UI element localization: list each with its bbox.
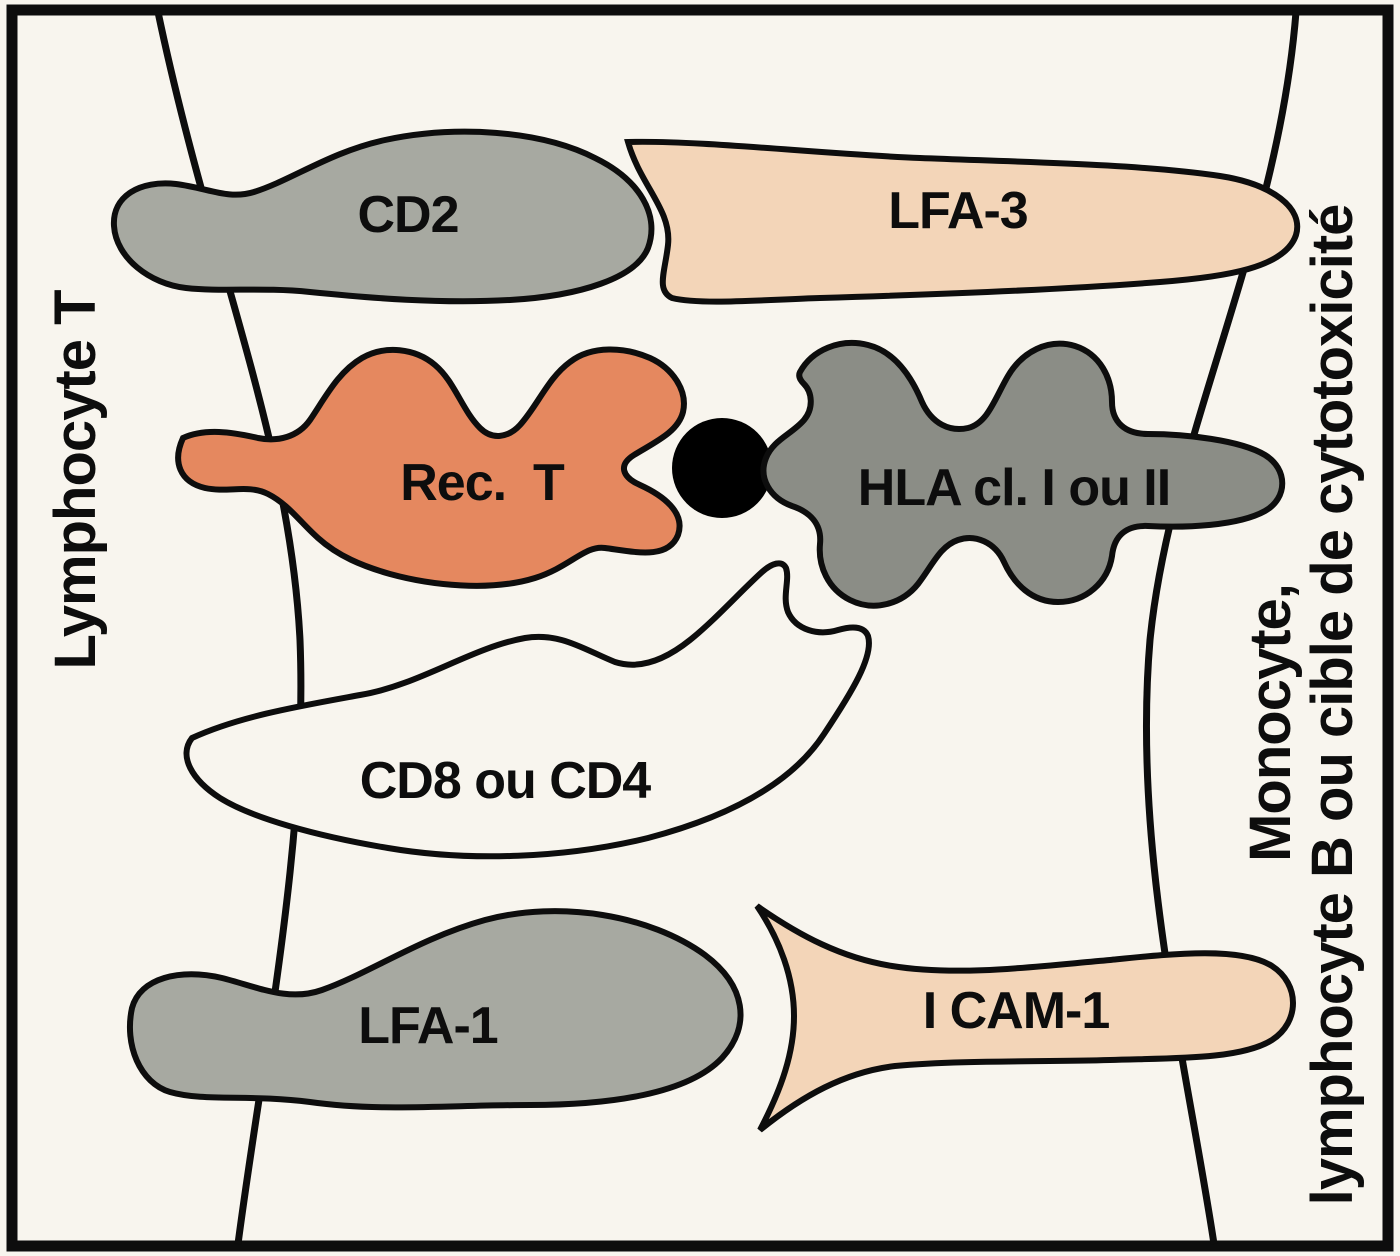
- lfa1-shape: [126, 908, 744, 1111]
- cd8-cd4-shape: [183, 560, 872, 860]
- right-cell-label-line1: Monocyte,: [1238, 584, 1303, 862]
- t-cell-receptor-shape: [175, 346, 687, 589]
- antigen-dot: [672, 418, 772, 518]
- hla-shape: [760, 340, 1286, 609]
- cd2-label: CD2: [357, 186, 458, 244]
- icam1-shape: [754, 903, 1296, 1133]
- hla-label: HLA cl. I ou II: [858, 459, 1170, 517]
- t-cell-receptor-label: Rec. T: [400, 454, 565, 512]
- lfa3-shape: [624, 138, 1301, 305]
- icam1-label: I CAM-1: [923, 982, 1110, 1040]
- lfa3-label: LFA-3: [888, 182, 1028, 240]
- left-cell-label: Lymphocyte T: [43, 290, 108, 670]
- frame-border: [6, 4, 1394, 1252]
- lfa1-label: LFA-1: [358, 997, 498, 1055]
- cd2-shape: [110, 128, 655, 305]
- right-cell-label-line2: lymphocyte B ou cible de cytotoxicité: [1300, 205, 1365, 1206]
- cd8-cd4-label: CD8 ou CD4: [360, 752, 652, 810]
